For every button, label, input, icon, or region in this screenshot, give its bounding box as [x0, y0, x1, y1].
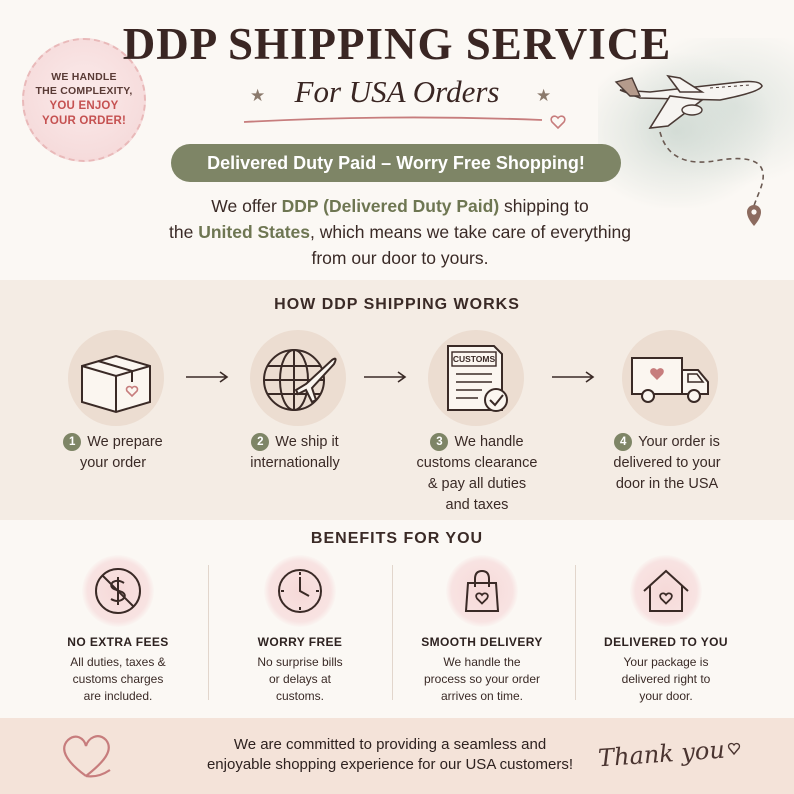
arrow-1-icon	[186, 371, 229, 383]
benefit-line: or delays at	[268, 672, 332, 686]
step-line: Your order is	[638, 434, 720, 450]
intro-highlight: United States	[198, 222, 311, 242]
no-fees-icon	[95, 568, 141, 614]
arrow-3-icon	[552, 371, 595, 383]
step-3-icon-circle: CUSTOMS	[428, 330, 524, 426]
benefit-text: No surprise bills or delays at customs.	[210, 654, 390, 705]
house-heart-icon	[643, 569, 689, 612]
benefit-line: We handle the	[443, 655, 521, 669]
benefit-delivered-to-you: DELIVERED TO YOU Your package is deliver…	[576, 555, 756, 705]
intro-line-1: We offer DDP (Delivered Duty Paid) shipp…	[120, 193, 680, 219]
airplane-icon	[614, 74, 763, 129]
step-line: We prepare	[87, 434, 163, 450]
step-line: internationally	[250, 455, 340, 471]
package-icon	[81, 354, 151, 414]
step-line: your order	[79, 455, 147, 471]
step-1-number: 1	[63, 433, 82, 451]
benefit-text: Your package is delivered right to your …	[576, 654, 756, 705]
benefit-line: delivered right to	[621, 672, 711, 686]
benefit-divider	[392, 565, 393, 700]
shopping-bag-icon	[464, 569, 500, 612]
globe-plane-icon	[263, 349, 337, 411]
benefit-smooth-delivery: SMOOTH DELIVERY We handle the process so…	[392, 555, 572, 705]
step-4-icon-circle	[622, 330, 718, 426]
star-left-icon: ★	[250, 86, 266, 105]
benefit-line: No surprise bills	[257, 655, 343, 669]
page-subtitle: For USA Orders	[294, 74, 500, 109]
step-line: We ship it	[275, 434, 339, 450]
step-1-icon-circle	[68, 330, 164, 426]
intro-highlight: DDP (Delivered Duty Paid)	[281, 196, 500, 216]
benefit-title: NO EXTRA FEES	[67, 635, 169, 649]
delivery-truck-icon	[631, 357, 709, 403]
heart-doodle-icon	[63, 735, 111, 778]
step-2-text: 2 We ship it internationally	[210, 432, 380, 474]
benefit-line: arrives on time.	[440, 689, 524, 703]
benefit-icon-circle	[82, 555, 154, 627]
arrow-2-icon	[364, 371, 407, 383]
cloud-decoration	[598, 38, 794, 208]
step-1-text: 1 We prepare your order	[28, 432, 198, 474]
benefit-divider	[575, 565, 576, 700]
page-title: DDP SHIPPING SERVICE	[122, 19, 672, 69]
title-underline-heart-icon	[243, 115, 566, 130]
benefit-line: customs.	[275, 689, 324, 703]
step-4-number: 4	[614, 433, 633, 451]
badge-line-3: YOU ENJOY	[49, 99, 119, 112]
intro-text: shipping to	[499, 196, 589, 216]
benefit-line: are included.	[83, 689, 153, 703]
benefit-divider	[208, 565, 209, 700]
intro-text: the	[168, 222, 199, 242]
star-right-icon: ★	[536, 86, 552, 105]
benefit-line: customs charges	[72, 672, 164, 686]
intro-text: , which means we take care of everything	[310, 222, 632, 242]
benefit-line: All duties, taxes &	[70, 655, 166, 669]
intro-line-3: from our door to yours.	[311, 248, 489, 268]
benefit-title: WORRY FREE	[257, 635, 343, 649]
benefit-line: your door.	[639, 689, 693, 703]
step-line: We handle	[454, 434, 524, 450]
badge-line-2: THE COMPLEXITY,	[35, 85, 133, 98]
badge-line-1: WE HANDLE	[51, 71, 117, 84]
intro-text: We offer	[211, 196, 282, 216]
step-line: delivered to your	[613, 455, 721, 471]
flight-path-icon	[659, 131, 765, 226]
footer-line-1: We are committed to providing a seamless…	[233, 736, 547, 753]
step-line: and taxes	[445, 497, 509, 513]
footer-band	[0, 718, 794, 794]
footer-message: We are committed to providing a seamless…	[160, 735, 620, 775]
benefits-section-title: BENEFITS FOR YOU	[310, 530, 484, 547]
benefit-title: DELIVERED TO YOU	[604, 635, 728, 649]
complexity-badge: WE HANDLE THE COMPLEXITY, YOU ENJOY YOUR…	[22, 38, 146, 162]
how-section-title: HOW DDP SHIPPING WORKS	[274, 296, 520, 313]
benefit-line: Your package is	[623, 655, 709, 669]
benefit-icon-circle	[630, 555, 702, 627]
step-2-number: 2	[251, 433, 270, 451]
benefit-worry-free: WORRY FREE No surprise bills or delays a…	[210, 555, 390, 705]
ddp-tagline-pill: Delivered Duty Paid – Worry Free Shoppin…	[171, 144, 621, 182]
step-line: door in the USA	[615, 476, 719, 492]
benefit-text: All duties, taxes & customs charges are …	[28, 654, 208, 705]
footer-line-2: enjoyable shopping experience for our US…	[206, 756, 574, 773]
benefit-no-extra-fees: NO EXTRA FEES All duties, taxes & custom…	[28, 555, 208, 705]
step-4-text: 4 Your order is delivered to your door in…	[582, 432, 752, 495]
intro-line-2: the United States, which means we take c…	[120, 219, 680, 245]
step-3-number: 3	[430, 433, 449, 451]
customs-label: CUSTOMS	[453, 354, 496, 364]
benefit-icon-circle	[264, 555, 336, 627]
step-line: customs clearance	[416, 455, 538, 471]
benefit-line: process so your order	[423, 672, 541, 686]
small-heart-icon	[727, 742, 741, 756]
benefit-icon-circle	[446, 555, 518, 627]
step-line: & pay all duties	[427, 476, 527, 492]
benefit-text: We handle the process so your order arri…	[392, 654, 572, 705]
benefit-title: SMOOTH DELIVERY	[421, 635, 543, 649]
customs-document-icon: CUSTOMS	[447, 345, 508, 412]
step-2-icon-circle	[250, 330, 346, 426]
clock-icon	[278, 569, 322, 613]
badge-line-4: YOUR ORDER!	[42, 115, 126, 128]
step-3-text: 3 We handle customs clearance & pay all d…	[392, 432, 562, 516]
